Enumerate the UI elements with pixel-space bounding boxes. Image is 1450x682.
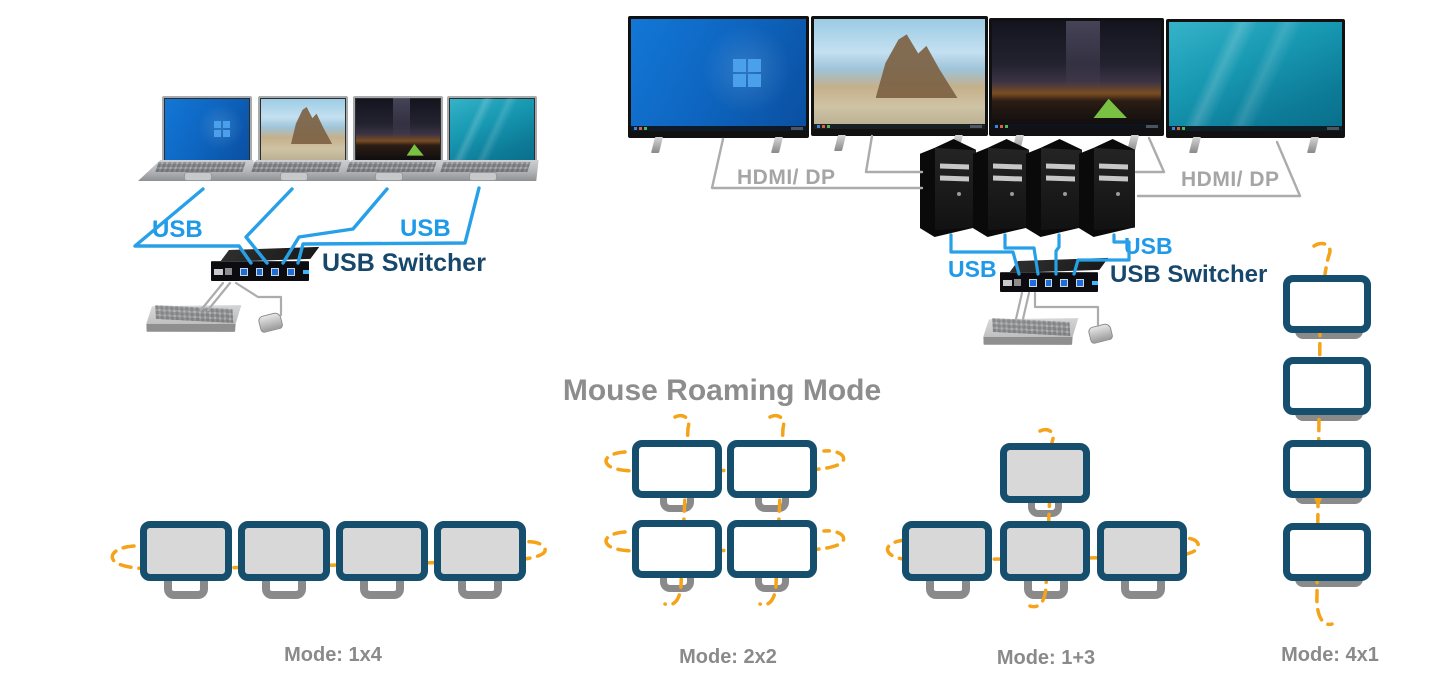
monitor-stand-icon xyxy=(164,581,208,599)
monitor-icon xyxy=(628,16,809,153)
monitor-screen-beach xyxy=(814,19,985,129)
mouse-icon xyxy=(1087,322,1114,345)
monitor-screen-night xyxy=(992,21,1161,129)
laptop-icon xyxy=(423,96,543,186)
monitor-stand-icon xyxy=(262,581,306,599)
usb-switcher-icon xyxy=(211,246,320,281)
usb-label-right: USB xyxy=(400,215,451,242)
monitor-screen-underwater xyxy=(1169,22,1342,131)
usb-label-left: USB xyxy=(948,256,997,282)
laptop-icon xyxy=(138,96,258,186)
mode-1p3-label: Mode: 1+3 xyxy=(996,647,1096,669)
mode-2x2-label: Mode: 2x2 xyxy=(679,646,777,668)
monitor-screen-windows xyxy=(631,19,806,131)
laptop-icon xyxy=(329,96,449,186)
hdmi-dp-label-left: HDMI/ DP xyxy=(737,166,836,189)
keyboard-cable xyxy=(1014,291,1024,321)
tower-pc-icon xyxy=(973,139,1029,237)
mode-monitor-icon xyxy=(238,521,330,581)
monitor-icon xyxy=(989,18,1164,151)
usb-port-icon xyxy=(1060,278,1069,287)
keyboard-icon xyxy=(982,315,1079,350)
monitor-stand-icon xyxy=(458,581,502,599)
monitor-stand-icon xyxy=(360,581,404,599)
mouse-icon xyxy=(257,311,284,334)
hdmi-cable xyxy=(864,134,924,174)
mode-4x1-label: Mode: 4x1 xyxy=(1281,644,1379,666)
laptop-base xyxy=(423,160,539,181)
monitor-stand-icon xyxy=(1121,581,1165,599)
mode-monitor-icon xyxy=(1097,521,1187,581)
keyboard-icon xyxy=(145,302,242,337)
laptop-base xyxy=(329,160,445,181)
monitor-icon xyxy=(1166,19,1345,153)
monitor-stand-icon xyxy=(660,578,694,592)
laptop-base xyxy=(234,160,350,181)
keyboard-cable xyxy=(1021,291,1031,321)
monitor-stand-icon xyxy=(755,578,789,592)
monitor-icon xyxy=(811,16,988,151)
mode-monitor-icon xyxy=(727,440,817,498)
usb-label-left: USB xyxy=(152,216,203,243)
mouse-cable xyxy=(234,281,283,317)
mode-monitor-icon xyxy=(727,520,817,578)
monitor-stand-icon xyxy=(755,498,789,512)
usb-port-icon xyxy=(1044,278,1053,287)
tower-pc-icon xyxy=(1026,139,1082,237)
tent-icon xyxy=(1093,98,1128,119)
mode-monitor-icon xyxy=(632,440,722,498)
tower-pc-icon xyxy=(1079,139,1135,237)
mode-monitor-icon xyxy=(1283,440,1371,498)
usb-switcher-icon xyxy=(1000,257,1109,292)
windows-logo-icon xyxy=(213,121,221,129)
usb-port-icon xyxy=(1028,278,1037,287)
laptop-screen-underwater xyxy=(447,96,537,164)
usb-port-icon xyxy=(287,267,296,276)
mode-monitor-icon xyxy=(1283,357,1371,415)
usb-switcher-label: USB Switcher xyxy=(322,249,486,277)
laptop-screen-night xyxy=(353,96,443,164)
laptop-screen-beach xyxy=(258,96,348,164)
mode-monitor-icon xyxy=(632,520,722,578)
hdmi-cable xyxy=(1134,136,1166,174)
mode-monitor-icon xyxy=(1000,443,1090,503)
usb-port-icon xyxy=(1076,278,1085,287)
usb-port-icon xyxy=(255,267,264,276)
roaming-title: Mouse Roaming Mode xyxy=(562,374,882,407)
monitor-stand-icon xyxy=(926,581,970,599)
tent-icon xyxy=(406,144,424,156)
laptop-icon xyxy=(234,96,354,186)
usb-switcher-label: USB Switcher xyxy=(1110,261,1268,288)
usb-port-icon xyxy=(271,267,280,276)
laptop-screen-windows xyxy=(162,96,252,164)
mode-monitor-icon xyxy=(140,521,232,581)
tower-pc-icon xyxy=(920,139,976,237)
hdmi-dp-label-right: HDMI/ DP xyxy=(1181,168,1280,191)
windows-logo-icon xyxy=(732,59,746,73)
mode-monitor-icon xyxy=(1283,523,1371,581)
usb-port-icon xyxy=(239,267,248,276)
mode-monitor-icon xyxy=(1283,275,1371,333)
monitor-stand-icon xyxy=(660,498,694,512)
mode-monitor-icon xyxy=(1000,521,1090,581)
monitor-stand-icon xyxy=(1028,503,1062,517)
mode-monitor-icon xyxy=(434,521,526,581)
usb-label-right: USB xyxy=(1124,233,1173,259)
mode-monitor-icon xyxy=(336,521,428,581)
laptop-base xyxy=(138,160,254,181)
monitor-stand-icon xyxy=(1024,581,1068,599)
mode-1x4-label: Mode: 1x4 xyxy=(284,644,382,666)
mode-monitor-icon xyxy=(902,521,992,581)
